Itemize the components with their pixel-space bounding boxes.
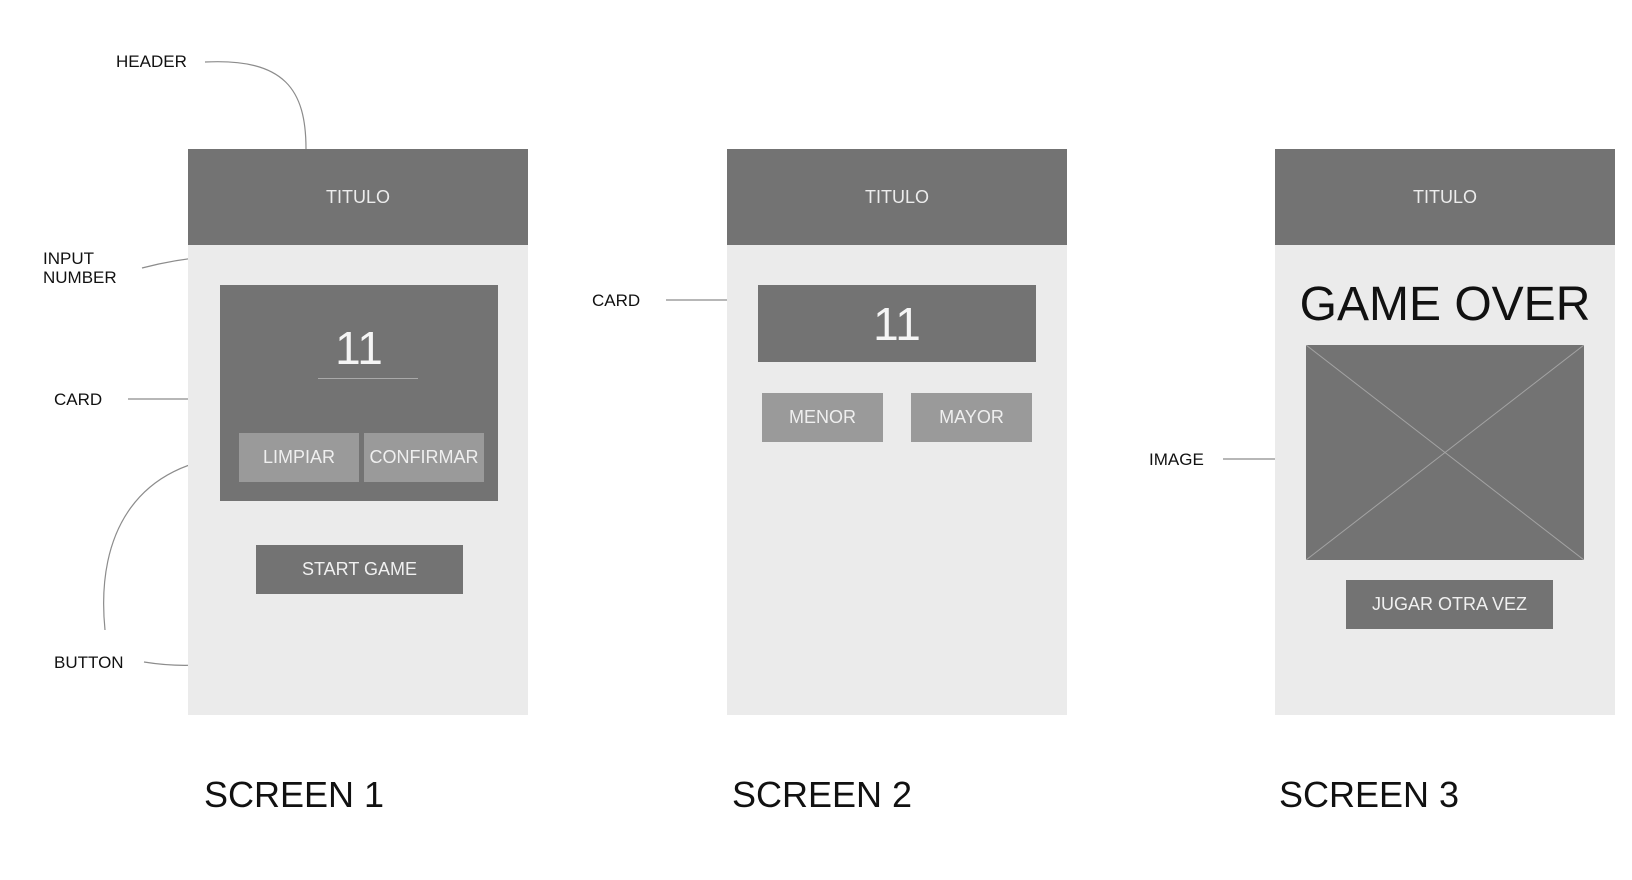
card-annotation-screen2: CARD	[592, 291, 641, 310]
higher-button[interactable]: MAYOR	[911, 393, 1032, 442]
header-annotation: HEADER	[116, 52, 187, 71]
play-again-button[interactable]: JUGAR OTRA VEZ	[1346, 580, 1553, 629]
number-input[interactable]: 11	[335, 322, 383, 374]
image-annotation: IMAGE	[1149, 450, 1204, 469]
clear-button[interactable]: LIMPIAR	[239, 433, 359, 482]
screen-3-label: SCREEN 3	[1279, 774, 1460, 815]
screen-1-mockup: TITULO 11 LIMPIAR CONFIRMAR START GAME	[188, 149, 528, 715]
number-input-underline	[318, 378, 418, 379]
screen-2-label: SCREEN 2	[732, 774, 913, 815]
screen-3-title: TITULO	[1412, 186, 1477, 207]
start-game-button[interactable]: START GAME	[256, 545, 463, 594]
screen-2-header: TITULO	[727, 149, 1067, 245]
input-number-annotation: INPUT NUMBER	[43, 249, 117, 287]
card-annotation-screen1: CARD	[54, 390, 103, 409]
button-annotation: BUTTON	[54, 653, 124, 672]
screen-3-mockup: TITULO GAME OVER JUGAR OTRA VEZ	[1275, 149, 1615, 715]
input-number-annotation-line2: NUMBER	[43, 267, 117, 287]
screen-2-card: 11	[758, 285, 1036, 362]
header-leader-line	[204, 61, 307, 150]
image-placeholder-icon	[1305, 344, 1585, 561]
input-number-annotation-line1: INPUT	[43, 249, 94, 268]
confirm-button[interactable]: CONFIRMAR	[364, 433, 484, 482]
screen-2-mockup: TITULO 11 MENOR MAYOR	[727, 149, 1067, 715]
screen-2-title: TITULO	[864, 186, 929, 207]
screen-1-title: TITULO	[325, 186, 390, 207]
lower-button[interactable]: MENOR	[762, 393, 883, 442]
image-placeholder-cross	[1305, 344, 1585, 561]
screen-1-card: 11 LIMPIAR CONFIRMAR	[220, 285, 498, 501]
screen-1-label: SCREEN 1	[204, 774, 385, 815]
game-over-heading: GAME OVER	[1299, 278, 1591, 331]
screen-3-header: TITULO	[1275, 149, 1615, 245]
screen-1-header: TITULO	[188, 149, 528, 245]
number-display: 11	[873, 298, 921, 350]
